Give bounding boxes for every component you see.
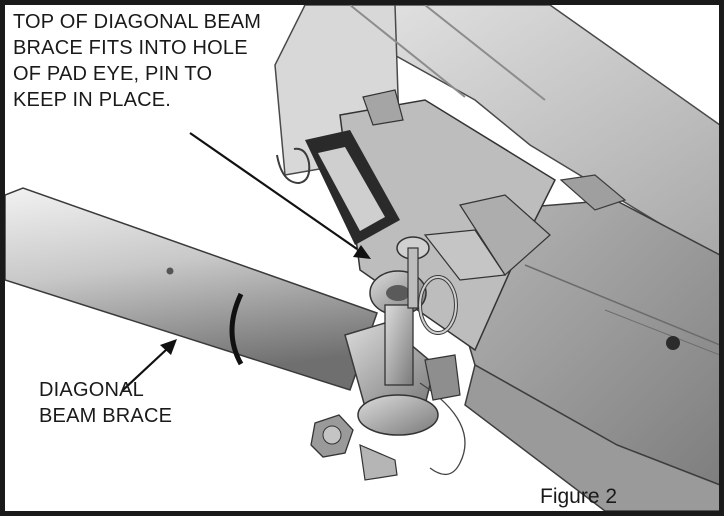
diagonal-beam-brace	[5, 187, 436, 408]
pad-eye-leader-line	[189, 132, 358, 250]
figure-caption: Figure 2	[540, 485, 618, 508]
pad-eye-callout: TOP OF DIAGONAL BEAM BRACE FITS INTO HOL…	[13, 9, 266, 113]
brace-arrowhead	[160, 339, 177, 355]
bolt-head	[310, 414, 354, 458]
pad-eye-assembly	[310, 236, 466, 481]
brace-leader-line	[122, 348, 168, 391]
leader-arrows	[122, 132, 371, 391]
beam-hole	[666, 336, 680, 350]
pad-eye-arrowhead	[353, 245, 371, 259]
assembly-illustration	[5, 5, 719, 511]
diagonal-beam-brace-label: DIAGONAL BEAM BRACE	[39, 379, 173, 427]
